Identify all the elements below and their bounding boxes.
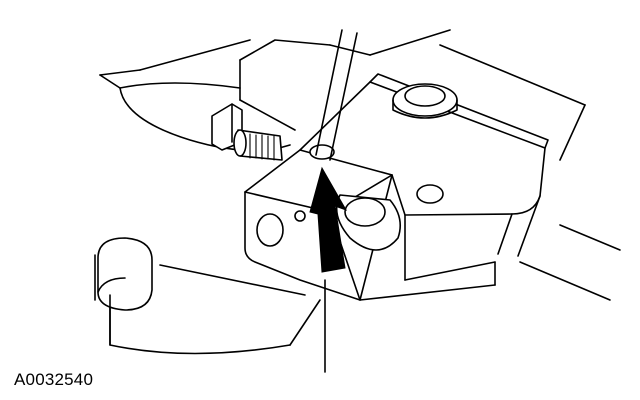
bracket-foot	[359, 214, 496, 301]
figure-id-label: A0032540	[14, 370, 94, 389]
direction-arrow-icon	[309, 166, 348, 273]
plate-hole	[416, 184, 444, 204]
bracket-side-hole	[256, 213, 284, 247]
lower-housing	[94, 39, 621, 355]
round-boss	[392, 83, 458, 119]
bracket-small-hole	[294, 210, 306, 222]
side-bolt	[211, 103, 283, 161]
cylinder-post	[97, 237, 153, 346]
bracket-bore	[344, 197, 386, 227]
top-plate	[299, 73, 549, 257]
rear-arm	[239, 29, 586, 161]
probe-tool	[315, 29, 358, 161]
